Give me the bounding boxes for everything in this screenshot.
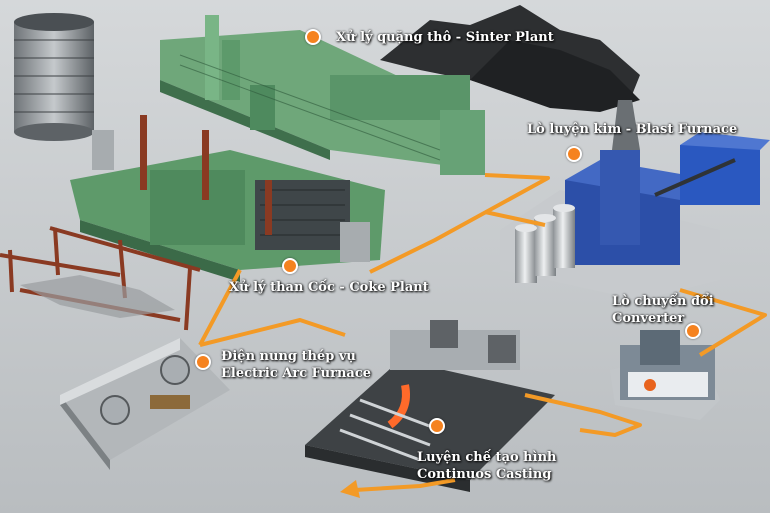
label-line: Điện nung thép vụ [221, 349, 356, 364]
gas-holder-tower [14, 13, 94, 141]
process-route [198, 173, 767, 492]
label-line: Xử lý than Cốc - Coke Plant [229, 280, 429, 295]
scrap-pile [20, 275, 175, 318]
label-coke-plant: Xử lý than Cốc - Coke Plant [229, 279, 429, 296]
label-line: Xử lý quặng thô - Sinter Plant [336, 30, 554, 45]
label-line: Electric Arc Furnace [221, 366, 372, 381]
sinter-plant-icon [305, 29, 321, 45]
electric-arc-furnace-building [60, 338, 230, 470]
flow-arrow [340, 480, 360, 498]
coke-plant-icon [282, 258, 298, 274]
ore-piles [380, 5, 640, 112]
label-sinter-plant: Xử lý quặng thô - Sinter Plant [336, 29, 554, 46]
label-line: Lò chuyển đổi [612, 294, 714, 309]
continuous-casting-icon [429, 418, 445, 434]
label-line: Luyện chế tạo hình [417, 450, 557, 465]
converter-icon [685, 323, 701, 339]
electric-arc-furnace-icon [195, 354, 211, 370]
blast-furnace-icon [566, 146, 582, 162]
label-converter: Lò chuyển đổi Converter [612, 293, 714, 327]
coke-plant-building [70, 115, 385, 282]
label-electric-arc-furnace: Điện nung thép vụ Electric Arc Furnace [221, 348, 371, 382]
blast-furnace-building [500, 100, 770, 300]
label-line: Lò luyện kim - Blast Furnace [527, 122, 738, 137]
label-blast-furnace: Lò luyện kim - Blast Furnace [527, 121, 737, 138]
label-line: Converter [612, 311, 685, 326]
label-line: Continuos Casting [417, 467, 552, 482]
converter-building [610, 330, 720, 420]
label-continuous-casting: Luyện chế tạo hình Continuos Casting [417, 449, 556, 483]
sinter-plant-building [160, 15, 485, 175]
